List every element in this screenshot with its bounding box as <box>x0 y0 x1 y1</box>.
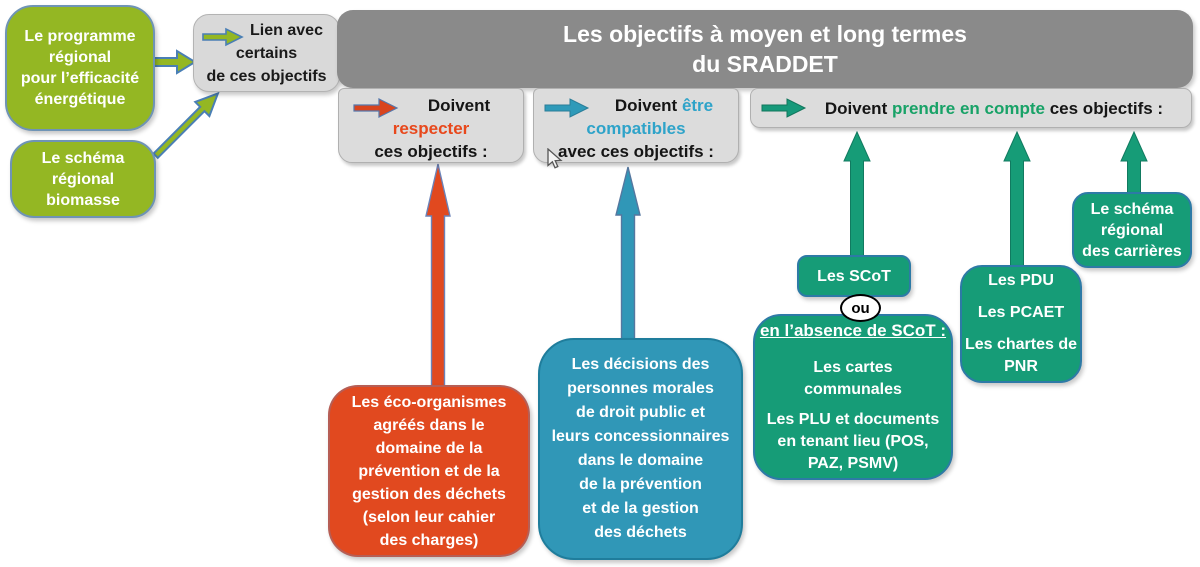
mouse-cursor <box>547 148 563 170</box>
respect-strip-line1: Doivent <box>427 96 491 115</box>
compatible-strip-line1: Doivent être <box>614 96 714 115</box>
pdu-item-pdu: Les PDU <box>988 272 1054 289</box>
ou-badge: ou <box>840 294 881 322</box>
respect-strip-line2: respecter <box>392 119 470 138</box>
blue-right-arrow-icon <box>544 97 590 119</box>
scot-box-text: Les SCoT <box>817 267 891 285</box>
teal-up-arrow-pdu <box>1000 131 1034 267</box>
blue-up-arrow <box>610 166 646 340</box>
teal-up-arrow-scot <box>840 131 874 257</box>
objectives-header-line2: du SRADDET <box>692 51 838 77</box>
account-strip-text: Doivent prendre en compte ces objectifs … <box>824 98 1164 118</box>
ou-badge-text: ou <box>851 299 870 317</box>
green-connector-arrow <box>150 48 198 76</box>
pdu-box: Les PDU Les PCAET Les chartes de PNR <box>960 265 1082 383</box>
compatible-strip-line2: compatibles <box>586 119 686 138</box>
pdu-item-pcaet: Les PCAET <box>977 304 1065 321</box>
objectives-header: Les objectifs à moyen et long termes du … <box>337 10 1193 88</box>
compatible-strip-line3: avec ces objectifs : <box>558 142 714 161</box>
teal-right-arrow-icon <box>761 97 807 119</box>
respect-strip: Doivent respecter ces objectifs : <box>338 88 524 163</box>
teal-up-arrow-quarries <box>1117 131 1151 195</box>
green-diagonal-arrow <box>142 78 228 162</box>
compatible-strip: Doivent être compatibles avec ces object… <box>533 88 739 163</box>
scot-box: Les SCoT <box>797 255 911 297</box>
pdu-item-pnr: Les chartes de PNR <box>964 336 1078 375</box>
green-right-arrow-icon <box>202 27 244 47</box>
no-scot-title: en l’absence de SCoT : <box>759 320 947 340</box>
objectives-header-line1: Les objectifs à moyen et long termes <box>563 21 967 47</box>
respect-strip-line3: ces objectifs : <box>374 142 488 161</box>
red-up-arrow <box>420 163 456 387</box>
red-right-arrow-icon <box>353 97 399 119</box>
account-strip: Doivent prendre en compte ces objectifs … <box>750 88 1192 128</box>
